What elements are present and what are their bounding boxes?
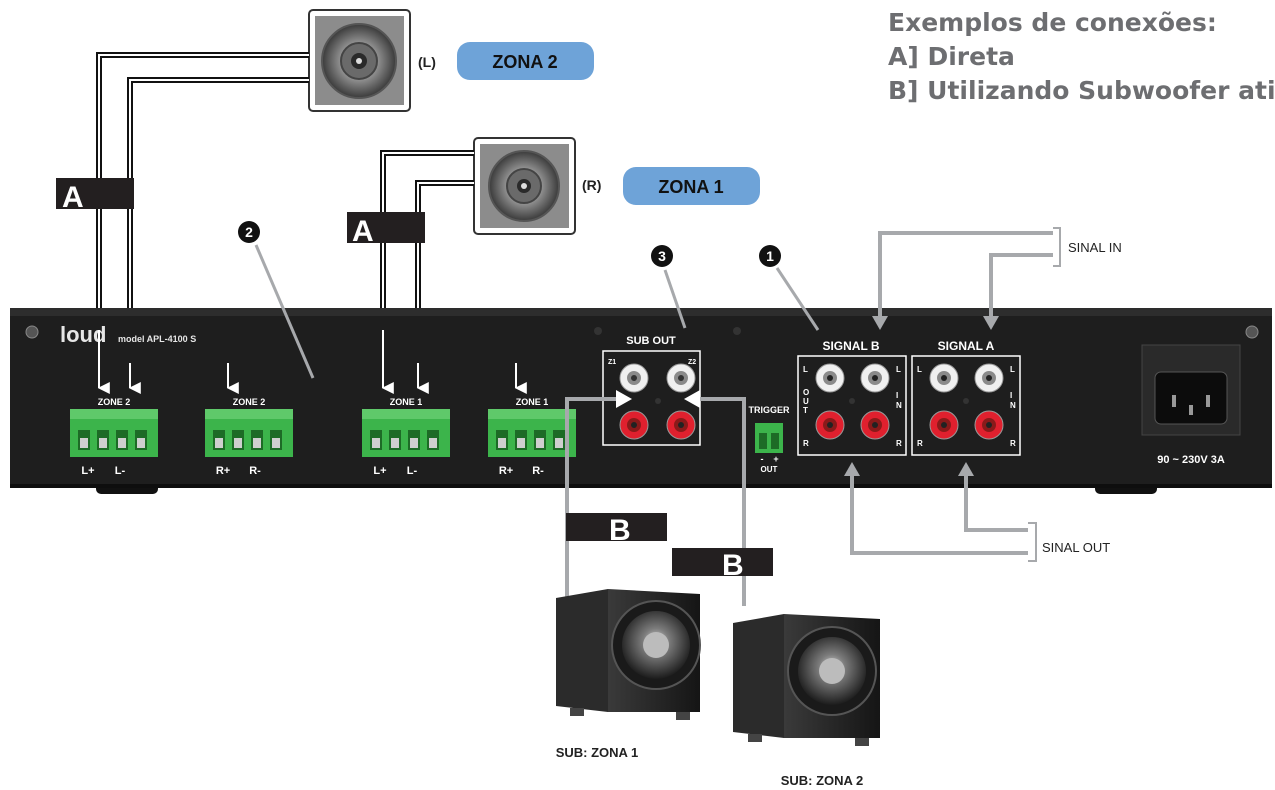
sub-zone-2-label: SUB: ZONA 2 — [781, 773, 864, 788]
legend: Exemplos de conexões: A] Direta B] Utili… — [888, 6, 1275, 108]
sub-zone-1-label: SUB: ZONA 1 — [556, 745, 639, 760]
marker-b-sub2-text: B — [722, 549, 744, 582]
channel-letter: L — [803, 365, 808, 374]
number-2-marker: 2 — [238, 221, 315, 379]
subwoofer-zone-2 — [733, 614, 880, 746]
amplifier — [10, 308, 1272, 494]
legend-item-b: B] Utilizando Subwoofer ativo — [888, 76, 1275, 105]
in-letter: I — [896, 391, 898, 400]
signal-b-panel: L L R R OUT IN — [797, 355, 907, 456]
channel-letter: R — [896, 439, 902, 448]
terminal-plus-label: L+ — [373, 465, 386, 477]
signal-out-label: SINAL OUT — [1042, 540, 1110, 555]
sub-out-z1: Z1 — [608, 359, 616, 366]
terminal-minus-label: R- — [249, 465, 261, 477]
subwoofer-zone-1 — [556, 589, 701, 720]
legend-title: Exemplos de conexões: — [888, 8, 1217, 37]
number-1-text: 1 — [766, 248, 774, 264]
out-letter: T — [803, 406, 808, 415]
channel-letter: L — [896, 365, 901, 374]
signal-out-arrowheads — [844, 462, 974, 476]
trigger-label: TRIGGER — [748, 405, 790, 415]
terminal-plus-label: R+ — [216, 465, 230, 477]
signal-in-label: SINAL IN — [1068, 240, 1122, 255]
terminal-label: ZONE 1 — [390, 397, 423, 407]
terminal-arrows — [97, 330, 527, 394]
marker-b-sub2: B — [672, 548, 773, 582]
terminal-block-1: ZONE 2 L+ L- — [70, 397, 158, 477]
amp-model: model APL-4100 S — [118, 334, 196, 344]
speaker-right-label: (R) — [582, 177, 601, 193]
sub-out-z2: Z2 — [688, 359, 696, 366]
terminal-block-4: ZONE 1 R+ R- — [488, 397, 576, 477]
marker-a-zone2: A — [56, 178, 134, 214]
sub-cable-arrowheads — [616, 390, 700, 408]
channel-letter: L — [1010, 365, 1015, 374]
out-letter: U — [803, 397, 809, 406]
signal-in-arrowheads — [872, 316, 999, 330]
speaker-terminals: ZONE 2 L+ L- ZONE 2 R+ R- ZONE 1 L+ L- ZONE 1 R+ R- — [70, 397, 576, 477]
out-letter: O — [803, 388, 809, 397]
legend-item-a: A] Direta — [888, 42, 1015, 71]
signal-out-cables — [850, 475, 1037, 562]
terminal-block-3: ZONE 1 L+ L- — [362, 397, 450, 477]
sub-out-panel — [602, 350, 701, 446]
in-letter: I — [1010, 391, 1012, 400]
zone-2-label: ZONA 2 — [492, 52, 557, 72]
marker-a-zone2-text: A — [62, 181, 84, 214]
trigger-minus: - — [761, 454, 764, 464]
signal-in-cables — [878, 227, 1061, 318]
trigger-out: OUT — [761, 465, 778, 474]
speaker-left — [308, 9, 411, 112]
power-inlet — [1141, 344, 1241, 436]
terminal-minus-label: L- — [407, 465, 418, 477]
in-letter: N — [896, 401, 902, 410]
sub-out-label: SUB OUT — [626, 335, 676, 347]
marker-b-sub1: B — [566, 513, 667, 547]
terminal-label: ZONE 2 — [233, 397, 266, 407]
speaker-left-label: (L) — [418, 54, 436, 70]
channel-letter: R — [917, 439, 923, 448]
channel-letter: R — [1010, 439, 1016, 448]
signal-a-panel: L L R R IN — [911, 355, 1021, 456]
terminal-plus-label: L+ — [81, 465, 94, 477]
terminal-minus-label: R- — [532, 465, 544, 477]
speaker-right — [473, 137, 576, 235]
terminal-minus-label: L- — [115, 465, 126, 477]
power-label: 90 ~ 230V 3A — [1157, 454, 1225, 466]
number-2-text: 2 — [245, 224, 253, 240]
signal-b-label: SIGNAL B — [822, 339, 879, 353]
zone-1-label: ZONA 1 — [658, 177, 723, 197]
marker-b-sub1-text: B — [609, 514, 631, 547]
in-letter: N — [1010, 401, 1016, 410]
channel-letter: L — [917, 365, 922, 374]
terminal-label: ZONE 2 — [98, 397, 131, 407]
trigger-connector — [755, 423, 783, 453]
channel-letter: R — [803, 439, 809, 448]
zone-1-pill: ZONA 1 — [623, 167, 760, 205]
marker-a-zone1: A — [347, 212, 425, 248]
trigger-plus: + — [773, 454, 778, 464]
terminal-label: ZONE 1 — [516, 397, 549, 407]
terminal-block-2: ZONE 2 R+ R- — [205, 397, 293, 477]
number-3-text: 3 — [658, 248, 666, 264]
signal-a-label: SIGNAL A — [938, 339, 995, 353]
number-1-marker: 1 — [759, 245, 820, 331]
zone-2-pill: ZONA 2 — [457, 42, 594, 80]
marker-a-zone1-text: A — [352, 215, 374, 248]
terminal-plus-label: R+ — [499, 465, 513, 477]
number-3-marker: 3 — [651, 245, 687, 329]
